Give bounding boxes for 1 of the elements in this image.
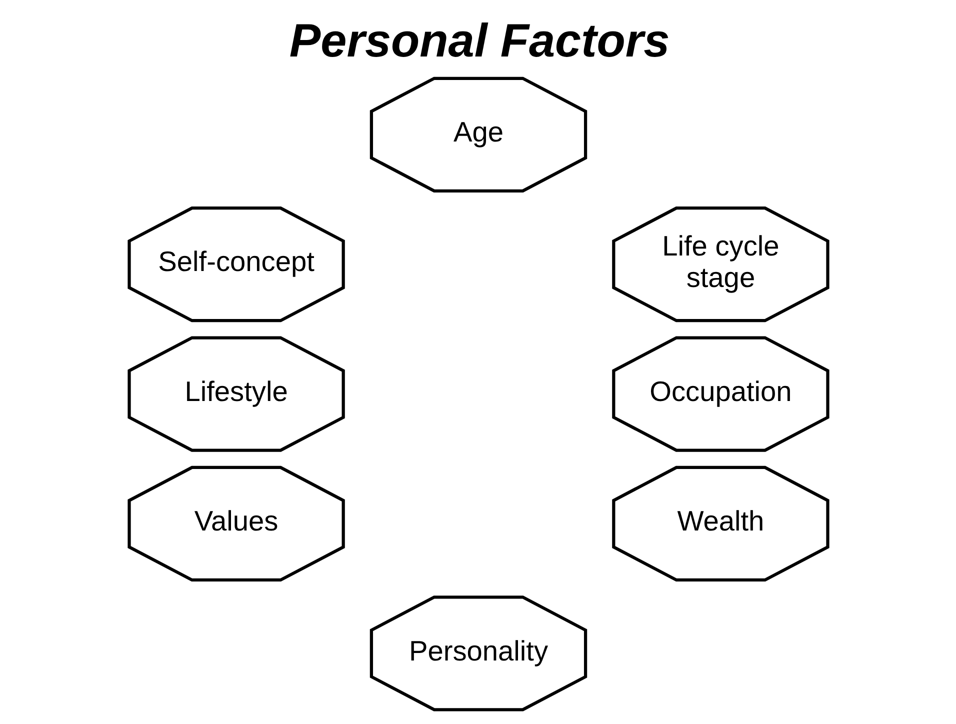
diagram-title: Personal Factors	[288, 14, 670, 67]
